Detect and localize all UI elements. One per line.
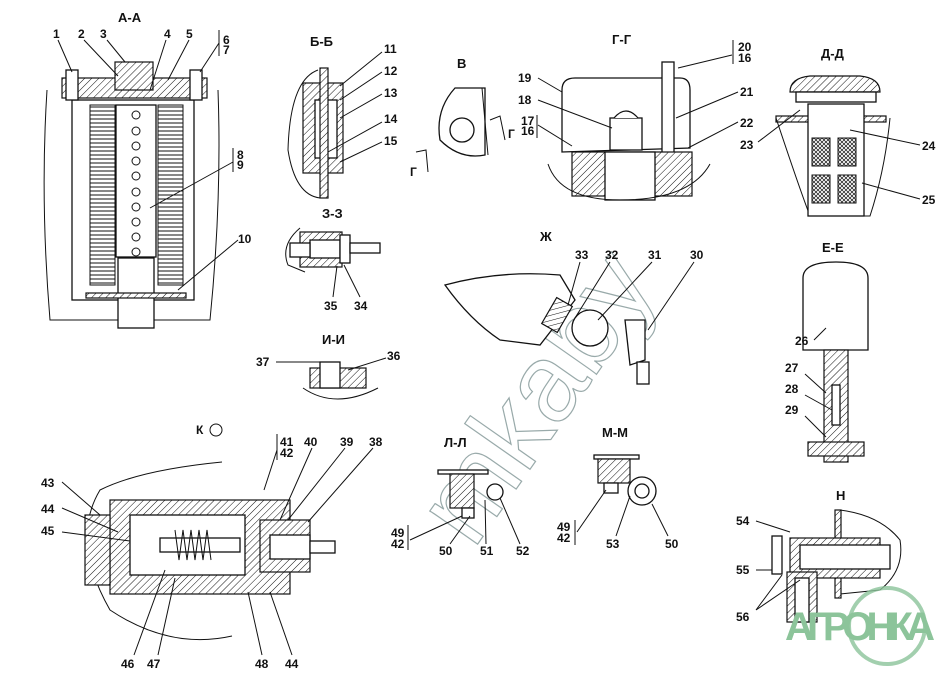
callout-41: 41 — [280, 435, 294, 449]
callout-44-bottom: 44 — [285, 657, 299, 671]
logo-text: АГРОНКА — [785, 605, 935, 649]
callout-4: 4 — [164, 27, 171, 41]
callout-29: 29 — [785, 403, 799, 417]
callout-49-mm: 49 — [557, 520, 571, 534]
section-title-zz: З-З — [322, 206, 343, 221]
callout-37: 37 — [256, 355, 270, 369]
callout-18: 18 — [518, 93, 532, 107]
view-zh: Ж 33 32 31 30 — [443, 229, 704, 385]
callout-50-mm: 50 — [665, 537, 679, 551]
callout-16-top: 16 — [738, 51, 752, 65]
callout-47: 47 — [147, 657, 161, 671]
callout-16: 16 — [521, 124, 535, 138]
callout-26: 26 — [795, 334, 809, 348]
callout-39: 39 — [340, 435, 354, 449]
callout-21: 21 — [740, 85, 754, 99]
callout-23: 23 — [740, 138, 754, 152]
callout-25: 25 — [922, 193, 936, 207]
agronka-logo: АГРОНКА — [785, 586, 935, 666]
callout-34: 34 — [354, 299, 368, 313]
callout-13: 13 — [384, 86, 398, 100]
callout-40: 40 — [304, 435, 318, 449]
view-zz: З-З 35 34 — [285, 206, 381, 313]
view-k-valve: К 41 42 40 39 38 43 44 45 46 47 48 44 — [41, 423, 383, 671]
callout-11: 11 — [384, 42, 397, 56]
view-ii: И-И 37 36 — [256, 332, 401, 400]
callout-53: 53 — [606, 537, 620, 551]
callout-42: 42 — [280, 446, 294, 460]
section-title-k: К — [196, 423, 204, 437]
callout-35: 35 — [324, 299, 338, 313]
callout-2: 2 — [78, 27, 85, 41]
section-title-v: В — [457, 56, 466, 71]
callout-38: 38 — [369, 435, 383, 449]
callout-44: 44 — [41, 502, 55, 516]
section-arrow-g-left: Г — [410, 165, 417, 179]
view-gg: Г-Г 20 16 19 18 17 16 21 22 — [518, 32, 754, 201]
view-ee: Е-Е 26 27 28 29 — [785, 240, 869, 463]
callout-3: 3 — [100, 27, 107, 41]
callout-56: 56 — [736, 610, 750, 624]
callout-45: 45 — [41, 524, 55, 538]
callout-15: 15 — [384, 134, 398, 148]
callout-17: 17 — [521, 114, 535, 128]
callout-14: 14 — [384, 112, 398, 126]
view-mm: М-М 49 42 53 50 — [557, 425, 679, 551]
view-ll: Л-Л 49 42 50 51 52 — [391, 435, 530, 558]
section-title-zh: Ж — [539, 229, 552, 244]
section-title-gg: Г-Г — [612, 32, 632, 47]
section-title-ll: Л-Л — [444, 435, 467, 450]
section-title-ii: И-И — [322, 332, 345, 347]
callout-27: 27 — [785, 361, 799, 375]
section-title-aa: А-А — [118, 10, 142, 25]
callout-42-mm: 42 — [557, 531, 571, 545]
callout-52: 52 — [516, 544, 530, 558]
callout-7: 7 — [223, 43, 230, 57]
callout-42-ll: 42 — [391, 537, 405, 551]
section-title-mm: М-М — [602, 425, 628, 440]
section-title-dd: Д-Д — [821, 46, 845, 61]
callout-19: 19 — [518, 71, 532, 85]
callout-31: 31 — [648, 248, 662, 262]
callout-12: 12 — [384, 64, 398, 78]
callout-49: 49 — [391, 526, 405, 540]
section-arrow-g-right: Г — [508, 127, 515, 141]
callout-43: 43 — [41, 476, 55, 490]
callout-6: 6 — [223, 33, 230, 47]
view-v: В Г Г — [410, 56, 515, 179]
callout-50: 50 — [439, 544, 453, 558]
callout-28: 28 — [785, 382, 799, 396]
callout-32: 32 — [605, 248, 619, 262]
callout-5: 5 — [186, 27, 193, 41]
view-bb: Б-Б 11 12 13 14 15 — [287, 34, 398, 199]
section-title-bb: Б-Б — [310, 34, 333, 49]
callout-20: 20 — [738, 40, 752, 54]
callout-1: 1 — [53, 27, 60, 41]
callout-36: 36 — [387, 349, 401, 363]
callout-51: 51 — [480, 544, 494, 558]
callout-48: 48 — [255, 657, 269, 671]
callout-9: 9 — [237, 158, 244, 172]
callout-10: 10 — [238, 232, 252, 246]
view-dd: Д-Д 23 24 25 — [740, 46, 936, 217]
callout-30: 30 — [690, 248, 704, 262]
callout-24: 24 — [922, 139, 936, 153]
callout-46: 46 — [121, 657, 135, 671]
section-title-n: Н — [836, 488, 845, 503]
callout-54: 54 — [736, 514, 750, 528]
callout-33: 33 — [575, 248, 589, 262]
view-n: Н 54 55 56 — [736, 488, 902, 624]
callout-22: 22 — [740, 116, 754, 130]
section-title-ee: Е-Е — [822, 240, 844, 255]
view-aa-filter: А-А 1 2 3 4 5 6 7 8 9 10 — [43, 10, 252, 329]
callout-55: 55 — [736, 563, 750, 577]
callout-8: 8 — [237, 148, 244, 162]
view-marker-circle — [209, 423, 223, 437]
